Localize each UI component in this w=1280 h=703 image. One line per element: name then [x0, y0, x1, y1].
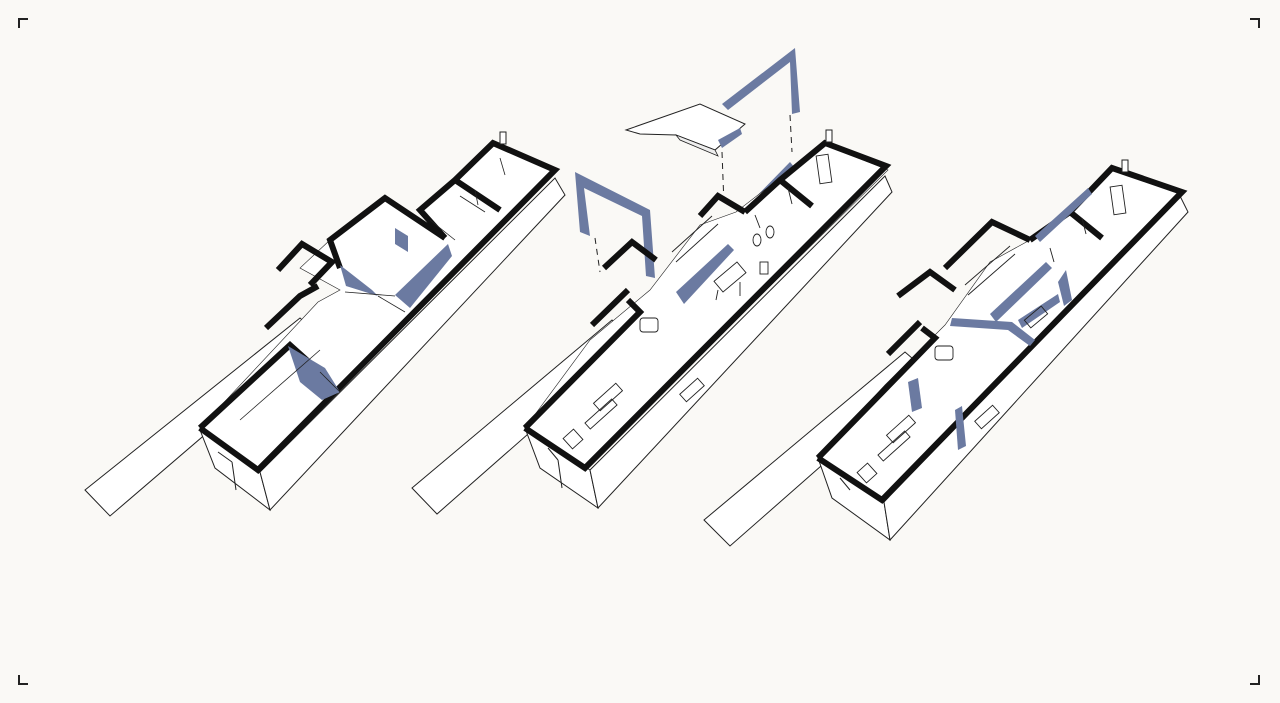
- chimney: [499, 131, 507, 145]
- highlighted-walls: [288, 228, 452, 400]
- cut-walls: [522, 139, 892, 472]
- corner-mark-bottom-right: [1250, 675, 1260, 685]
- corner-mark-top-left: [18, 18, 28, 28]
- axonometric-exploded-intervention: [411, 48, 893, 515]
- floor-plate: [817, 169, 1183, 501]
- chimney: [1121, 159, 1129, 173]
- axonometric-existing-layout: [84, 131, 566, 517]
- corner-mark-bottom-left: [18, 675, 28, 685]
- chimney: [825, 129, 833, 143]
- axonometric-proposed-layout: [703, 159, 1189, 547]
- building-long-face: [259, 177, 566, 512]
- new-kitchen-unit: [676, 244, 734, 304]
- furniture: [562, 153, 833, 450]
- furniture: [856, 184, 1127, 484]
- corner-mark-top-right: [1250, 18, 1260, 28]
- new-structural-elements: [908, 188, 1092, 450]
- interior-lines: [239, 157, 506, 421]
